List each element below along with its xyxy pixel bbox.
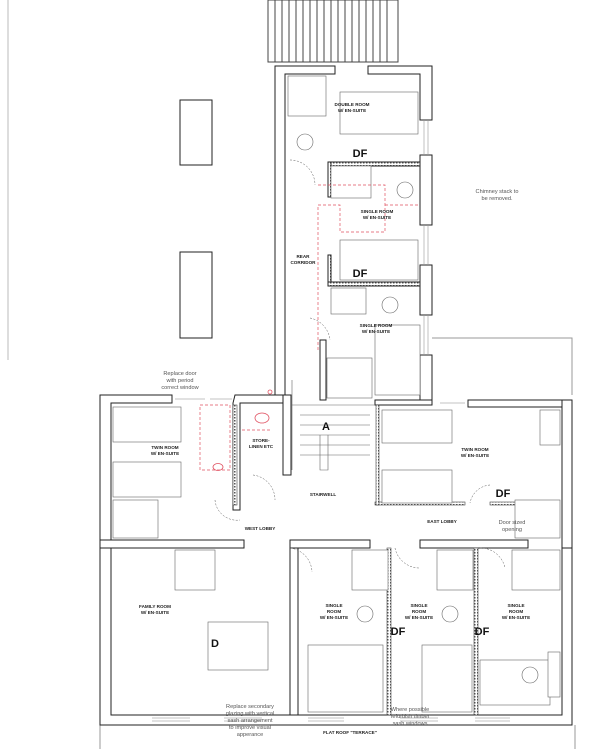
bed [421, 644, 473, 713]
marker-df: DF [390, 626, 406, 638]
bed [112, 406, 182, 443]
marker-a: A [322, 421, 330, 433]
room-label-single-room: SINGLE ROOM W/ EN-SUITE [319, 603, 349, 620]
room-label-family-room: FAMILY ROOM W/ EN-SUITE [139, 604, 171, 615]
flat-roof-label: FLAT ROOF "TERRACE" [323, 730, 377, 735]
room-label-single-room: SINGLE ROOM W/ EN-SUITE [359, 323, 393, 334]
en-suite [174, 549, 216, 591]
furniture [112, 75, 561, 713]
note-refurbish-windows: Where possible refurbish timber sash win… [390, 707, 430, 727]
wardrobe [539, 409, 561, 446]
room-label-rear-corridor: REAR CORRIDOR [290, 254, 316, 265]
room-label-store-linen: STORE- LINEN ETC [248, 438, 274, 449]
chair [441, 605, 459, 623]
chair [356, 605, 374, 623]
rear-wing-walls [274, 65, 433, 401]
marker-df: DF [352, 148, 368, 160]
room-label-east-lobby: EAST LOBBY [427, 519, 457, 524]
en-suite [330, 287, 367, 315]
en-suite [351, 549, 389, 591]
marker-d: D [211, 638, 219, 650]
marker-df: DF [495, 488, 511, 500]
chair [521, 666, 539, 684]
note-door-sized-opening: Door sized opening [498, 520, 526, 533]
wardrobe [547, 651, 561, 698]
bed [374, 324, 421, 396]
bed [381, 469, 453, 504]
bed [112, 461, 182, 498]
marker-df: DF [352, 268, 368, 280]
bed [339, 91, 419, 135]
room-label-stairwell: STAIRWELL [309, 492, 337, 497]
room-label-double-room: DOUBLE ROOM W/ EN-SUITE [334, 102, 370, 113]
marker-df: DF [474, 626, 490, 638]
chair [296, 133, 314, 151]
en-suite [287, 75, 327, 117]
room-label-single-room: SINGLE ROOM W/ EN-SUITE [360, 209, 394, 220]
proposed-fixtures [212, 389, 273, 471]
room-label-single-room: SINGLE ROOM W/ EN-SUITE [404, 603, 434, 620]
main-block-walls [99, 394, 573, 726]
windows [152, 398, 510, 722]
chair [396, 181, 414, 199]
note-replace-glazing: Replace secondary glazing with vertical … [225, 704, 275, 738]
en-suite [326, 357, 373, 399]
bed [339, 239, 419, 281]
door-swings [214, 159, 506, 573]
en-suite [436, 549, 474, 591]
room-label-single-room: SINGLE ROOM W/ EN-SUITE [501, 603, 531, 620]
note-chimney: Chimney stack to be removed. [475, 189, 519, 202]
en-suite [112, 499, 159, 539]
stair [291, 380, 375, 471]
bed [307, 644, 384, 713]
rooflight [179, 251, 213, 339]
chair [381, 296, 399, 314]
en-suite [514, 499, 561, 539]
room-label-twin-room: TWIN ROOM W/ EN-SUITE [150, 445, 180, 456]
en-suite [511, 549, 561, 591]
note-replace-door: Replace door with period correct window [161, 371, 199, 391]
bed [381, 409, 453, 444]
bed [479, 659, 551, 706]
bed [207, 621, 269, 671]
fire-walls [232, 404, 521, 716]
room-label-west-lobby: WEST LOBBY [244, 526, 276, 531]
room-label-twin-room: TWIN ROOM W/ EN-SUITE [460, 447, 490, 458]
site-boundary-line [432, 337, 573, 395]
en-suite [330, 165, 372, 199]
external-stair [267, 0, 399, 63]
rooflight [179, 99, 213, 166]
